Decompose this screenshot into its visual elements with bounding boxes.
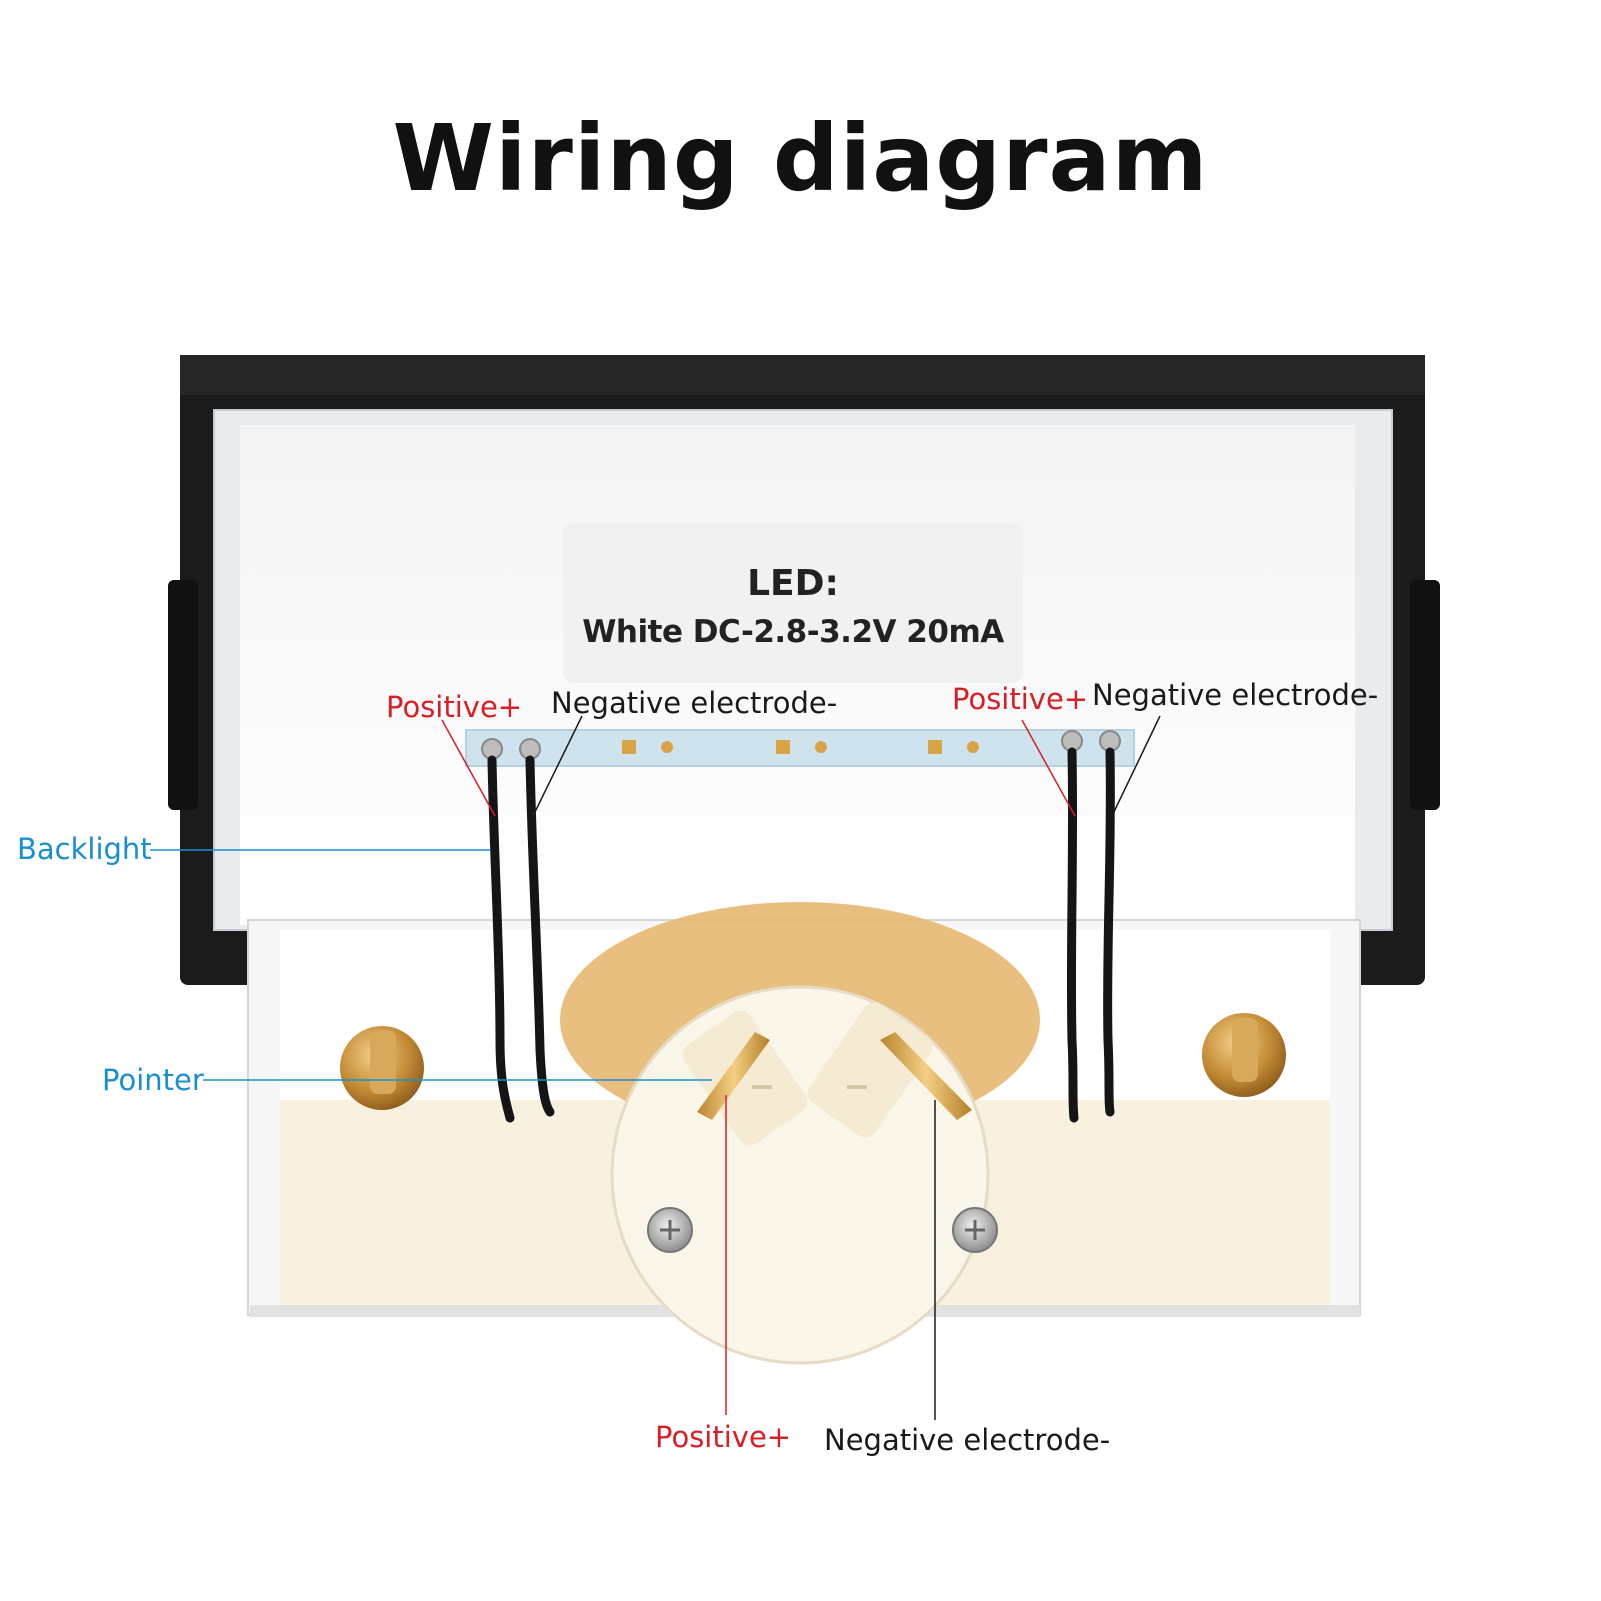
screw-right — [952, 1207, 998, 1253]
led-strip — [465, 729, 1135, 767]
led-sticker — [563, 523, 1023, 683]
led-spec-heading: LED: — [747, 563, 839, 604]
brass-nut-left — [340, 1026, 424, 1110]
screw-left — [647, 1207, 693, 1253]
leader-negative-left — [532, 715, 583, 817]
led-spec-value: White DC-2.8-3.2V 20mA — [582, 614, 1004, 650]
pointer-terminal-positive — [697, 1032, 770, 1120]
led-spec-label: LED: White DC-2.8-3.2V 20mA — [563, 523, 1023, 683]
label-positive-left: Positive+ — [386, 690, 523, 724]
label-positive-bottom: Positive+ — [655, 1420, 792, 1454]
label-pointer: Pointer — [102, 1063, 204, 1097]
label-backlight: Backlight — [17, 832, 152, 866]
label-negative-right: Negative electrode- — [1092, 678, 1379, 712]
pointer-terminal-negative — [880, 1032, 972, 1120]
brass-nut-right — [1202, 1013, 1286, 1097]
label-negative-bottom: Negative electrode- — [824, 1423, 1111, 1457]
diagram-title: Wiring diagram — [392, 105, 1209, 212]
leader-negative-right — [1111, 715, 1161, 817]
label-positive-right: Positive+ — [952, 682, 1089, 716]
leader-lines — [150, 715, 1161, 1420]
label-negative-left: Negative electrode- — [551, 686, 838, 720]
leader-positive-right — [1021, 719, 1076, 817]
backlight-wires — [487, 747, 1115, 1123]
leader-positive-left — [441, 719, 496, 817]
